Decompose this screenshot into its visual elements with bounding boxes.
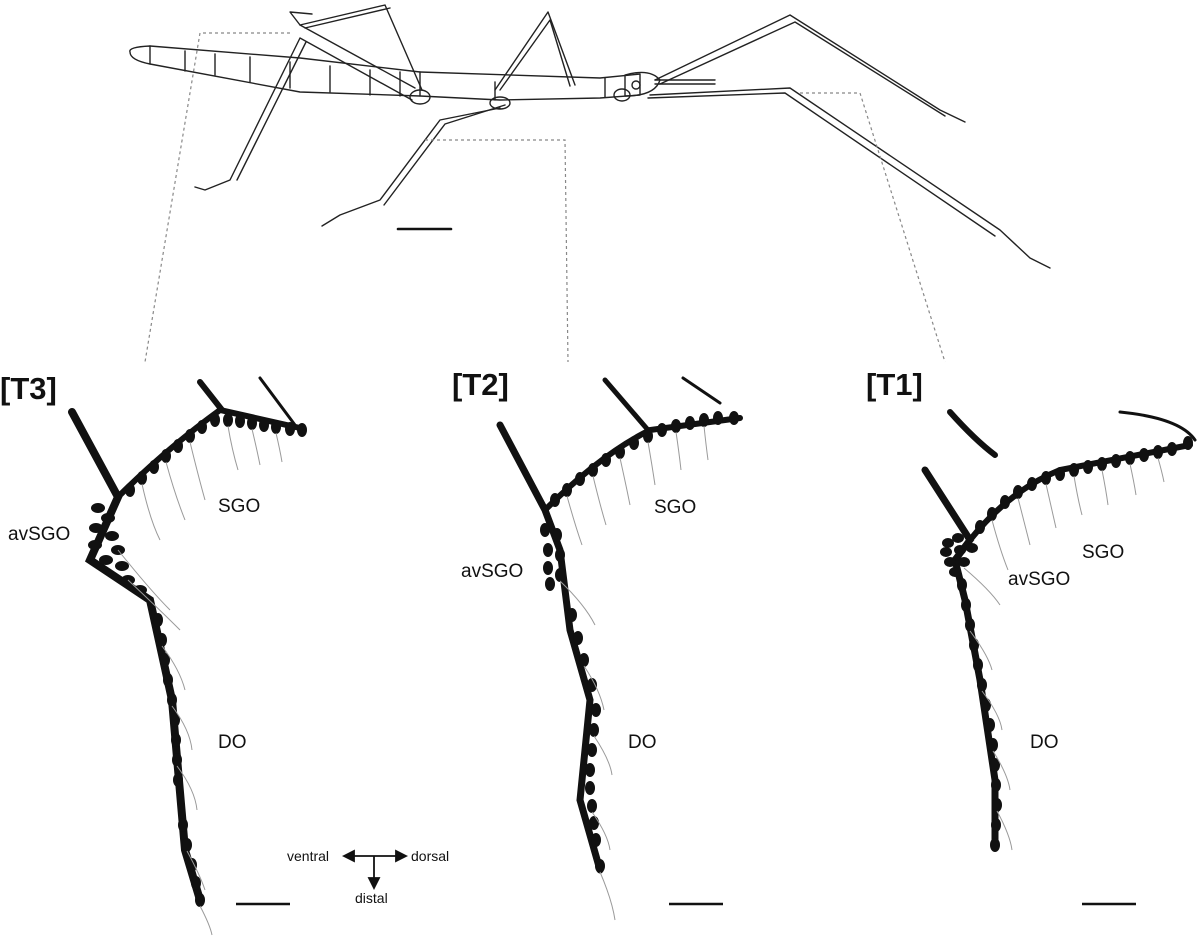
stick-insect-drawing [129,4,1051,269]
t1-dendrites [963,457,1165,851]
t3-sgo-cells [125,413,307,497]
t2-do-cells [567,608,605,873]
t3-dendrites [117,425,283,936]
t2-label: [T2] [452,367,509,402]
orientation-key: ventral dorsal distal [287,848,449,906]
t3-do-cells [153,613,205,907]
t1-label: [T1] [866,367,923,402]
orientation-arrows [341,849,409,891]
t3-sgo-label: SGO [218,496,260,517]
t1-do-label: DO [1030,732,1059,753]
panel-t2: [T2] SGO avSGO DO [452,367,743,921]
ventral-label: ventral [287,848,329,864]
t1-avsgo-cells [940,533,978,577]
t1-sgo-cells [975,436,1193,534]
panel-t1: [T1] SGO avSGO DO [866,367,1197,906]
t2-avsgo-label: avSGO [461,561,523,582]
t2-sgo-label: SGO [654,497,696,518]
t1-avsgo-label: avSGO [1008,569,1070,590]
t1-sgo-label: SGO [1082,542,1124,563]
leader-lines [144,32,946,363]
t3-do-label: DO [218,732,247,753]
t2-dendrites [559,425,709,921]
dorsal-label: dorsal [411,848,449,864]
t2-avsgo-cells [540,523,565,591]
t2-do-label: DO [628,732,657,753]
t1-do-cells [957,578,1002,852]
distal-label: distal [355,890,388,906]
t3-avsgo-label: avSGO [8,524,70,545]
t2-sgo-cells [550,411,739,507]
panel-t3: [T3] SGO avSGO DO [0,371,307,936]
t3-avsgo-cells [88,503,147,595]
t3-label: [T3] [0,371,57,406]
